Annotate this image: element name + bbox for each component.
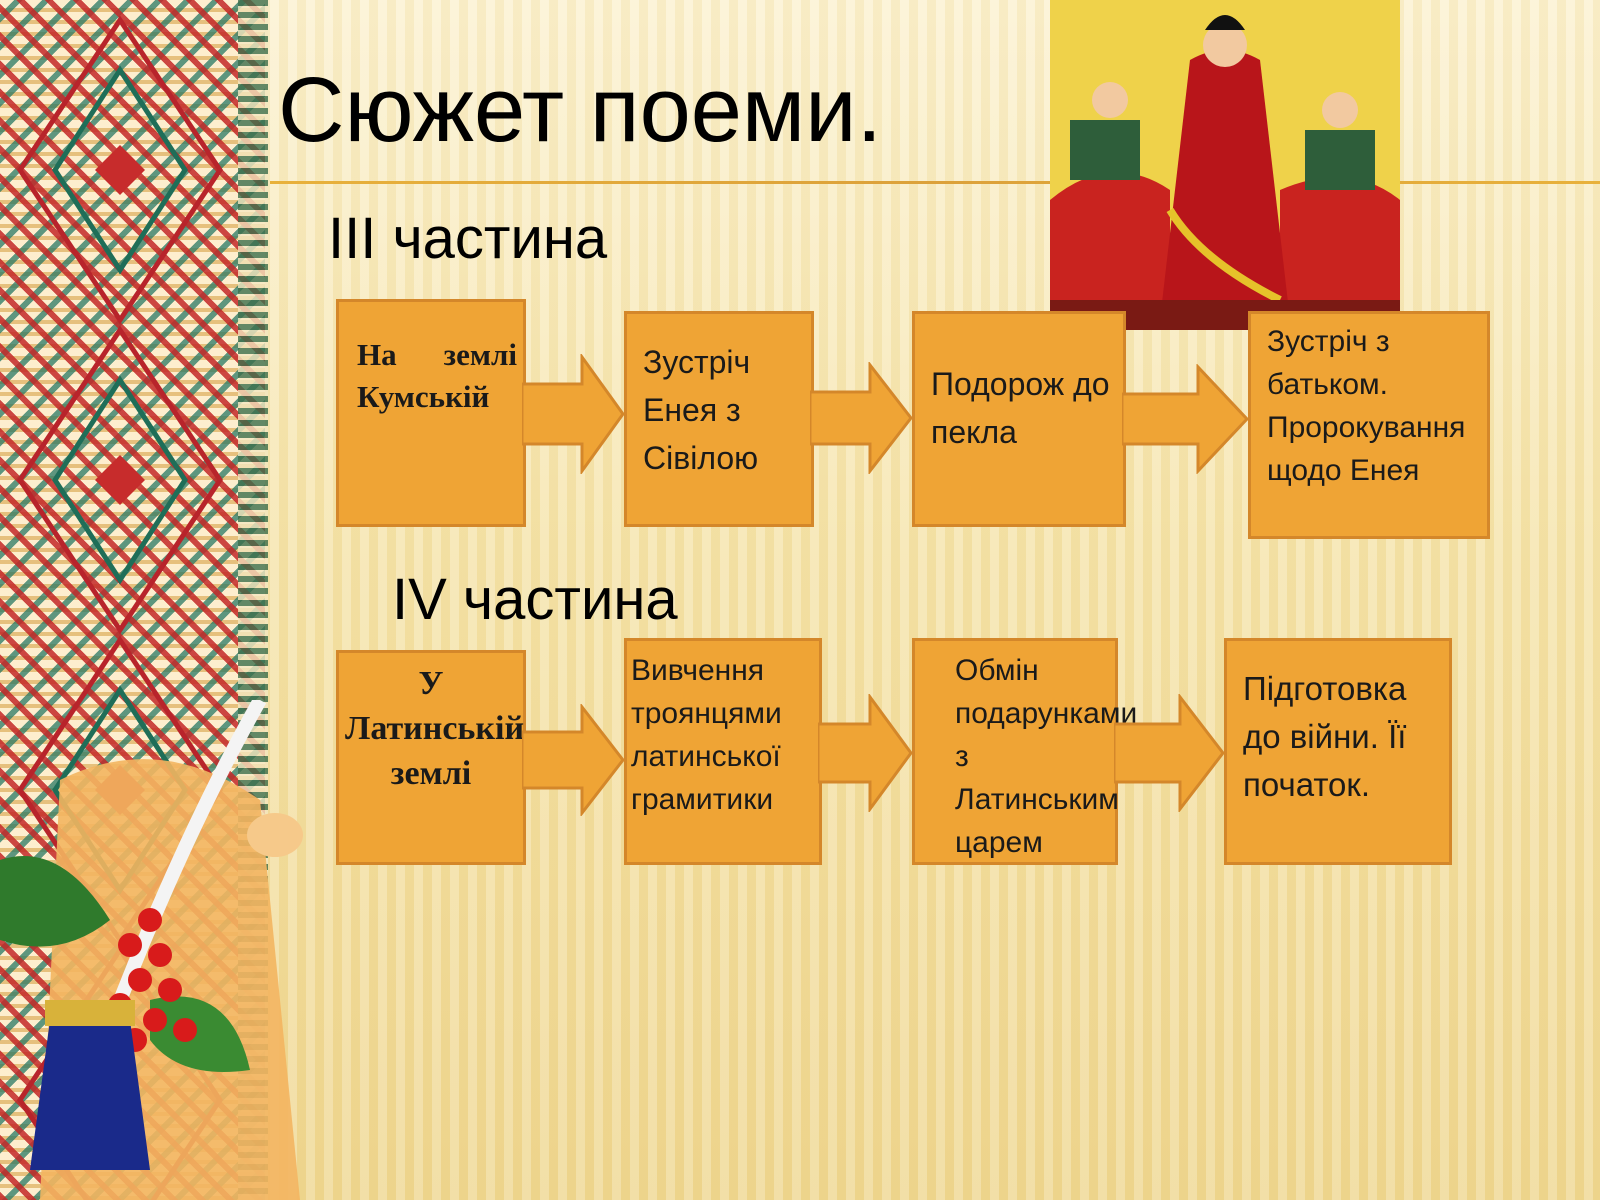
title-divider — [270, 181, 1600, 184]
arrow-3-2 — [810, 362, 913, 474]
section-4-step-4: Підготовка до війни. Її початок. — [1224, 638, 1452, 865]
scroll-quill-inkwell — [0, 700, 303, 1200]
section-4-step-1-text: У Латинській землі — [345, 665, 525, 792]
section-3-step-2: Зустріч Енея з Сівілою — [624, 311, 814, 527]
section-3-step-4: Зустріч з батьком. Пророкування щодо Ене… — [1248, 311, 1490, 539]
arrow-4-1 — [522, 704, 625, 816]
slide-title: Сюжет поеми. — [278, 59, 883, 161]
section-3-step-4-text: Зустріч з батьком. Пророкування щодо Ене… — [1267, 325, 1466, 487]
section-4-step-2: Вивчення троянцями латинської грамитики — [624, 638, 822, 865]
section-3-label: ІІІ частина — [328, 206, 608, 271]
section-4-step-3-text: Обмін подарунками з Латинським царем — [955, 654, 1138, 859]
section-4-step-2-text: Вивчення троянцями латинської грамитики — [631, 654, 782, 816]
section-3-step-1: На землі Кумській — [336, 299, 526, 527]
section-3-step-2-text: Зустріч Енея з Сівілою — [643, 344, 759, 476]
arrow-4-3 — [1114, 694, 1225, 812]
section-3-step-1-text: На землі Кумській — [357, 337, 517, 414]
arrow-4-2 — [818, 694, 913, 812]
embroidery-ornament — [0, 0, 265, 1200]
section-4-step-3: Обмін подарунками з Латинським царем — [912, 638, 1138, 865]
section-3-step-3-text: Подорож до пекла — [931, 366, 1110, 450]
section-4-step-1: У Латинській землі — [336, 650, 526, 865]
section-4-step-4-text: Підготовка до війни. Її початок. — [1243, 670, 1407, 803]
section-4-label: IV частина — [392, 567, 678, 632]
arrow-3-3 — [1122, 364, 1250, 474]
arrow-3-1 — [522, 354, 625, 474]
section-3-step-3: Подорож до пекла — [912, 311, 1126, 527]
cossack-illustration — [1050, 0, 1400, 330]
